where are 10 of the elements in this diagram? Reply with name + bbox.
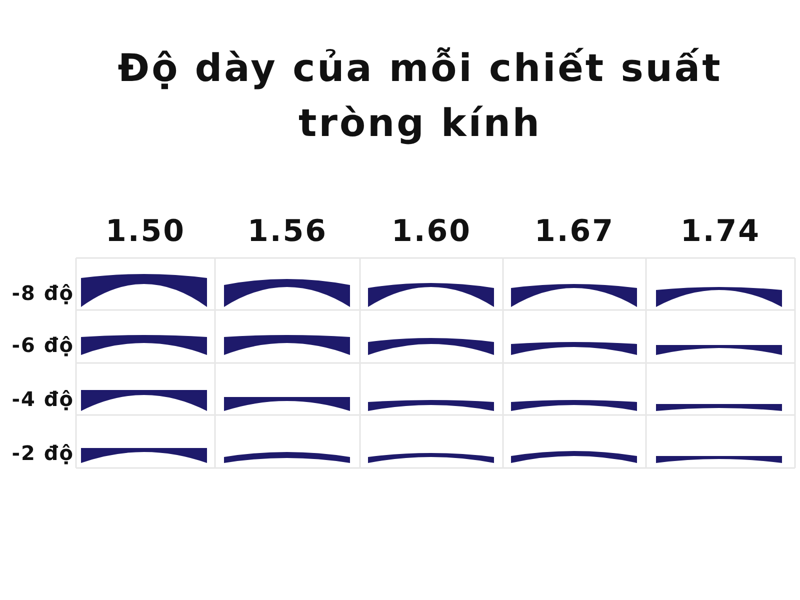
row-header: -2 độ	[10, 443, 74, 463]
column-header: 1.67	[533, 217, 616, 247]
column-header: 1.74	[679, 217, 762, 247]
title: Độ dày của mỗi chiết suất tròng kính	[116, 45, 724, 147]
column-header: 1.60	[390, 217, 473, 247]
row-header: -6 độ	[10, 335, 74, 355]
row-header: -8 độ	[10, 283, 74, 303]
column-header: 1.50	[104, 217, 187, 247]
row-header: -4 độ	[10, 389, 74, 409]
column-header: 1.56	[246, 217, 329, 247]
